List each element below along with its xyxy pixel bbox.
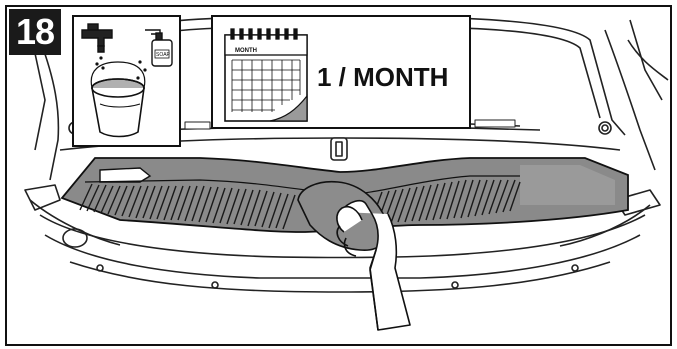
soap-label: SOAP <box>156 52 170 58</box>
calendar-icon <box>225 29 307 121</box>
cleaning-supplies-panel <box>73 16 180 146</box>
step-number-badge: 18 <box>9 9 61 55</box>
frequency-text: 1 / MONTH <box>317 62 448 93</box>
calendar-month-label: MONTH <box>235 48 257 54</box>
